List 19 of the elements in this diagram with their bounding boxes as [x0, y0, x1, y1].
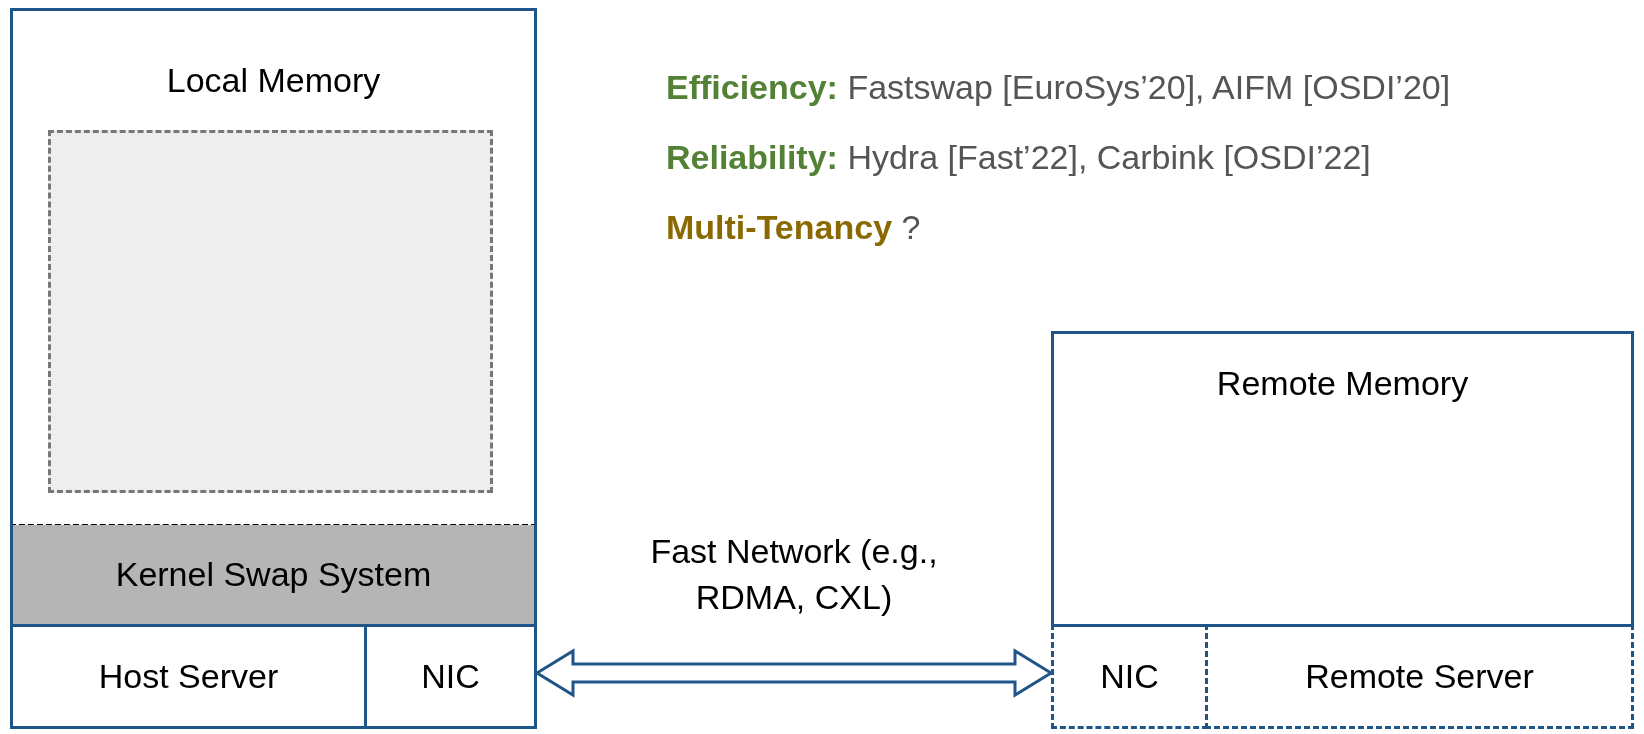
memory-block: [10, 8, 537, 527]
component-box: [10, 525, 537, 626]
note-text: Multi-Tenancy ?: [666, 208, 921, 247]
node-label: Host Server: [97, 657, 280, 696]
double-arrow: [534, 648, 1054, 698]
component-box: [10, 624, 367, 729]
dashed-box: [48, 130, 493, 493]
node-label: Kernel Swap System: [114, 555, 433, 594]
node-label: Local Memory: [165, 61, 382, 100]
node-label: Remote Server: [1304, 657, 1535, 696]
node-label: NIC: [420, 657, 481, 696]
component-box: [1205, 624, 1634, 729]
note-text: Reliability: Hydra [Fast’22], Carbink [OSDI’22]: [666, 138, 1371, 177]
memory-block: [1051, 331, 1634, 627]
component-box: [1051, 624, 1208, 729]
note-text: Efficiency: Fastswap [EuroSys’20], AIFM [OSDI’20]: [666, 68, 1451, 107]
node-label: NIC: [1099, 657, 1160, 696]
component-box: [364, 624, 537, 729]
node-label: Remote Memory: [1215, 364, 1470, 403]
